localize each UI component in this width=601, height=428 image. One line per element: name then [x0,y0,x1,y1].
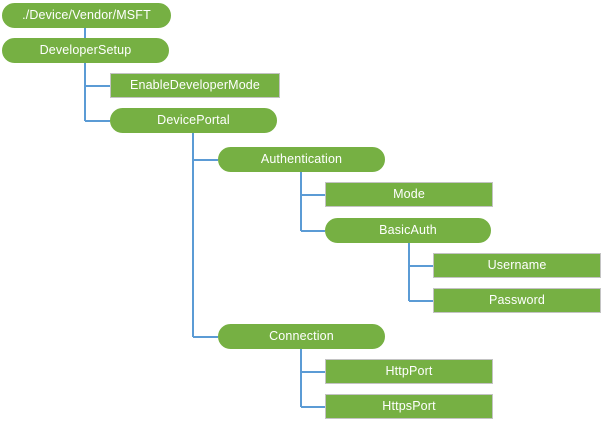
tree-node-label: HttpPort [385,364,433,379]
tree-node-httpsport[interactable]: HttpsPort [325,394,493,419]
tree-node-label: BasicAuth [379,223,437,238]
tree-node-username[interactable]: Username [433,253,601,278]
tree-node-label: HttpsPort [382,399,436,414]
tree-node-label: Connection [269,329,334,344]
tree-node-deviceportal[interactable]: DevicePortal [110,108,277,133]
tree-node-mode[interactable]: Mode [325,182,493,207]
tree-node-label: Username [487,258,547,273]
tree-node-label: Authentication [260,152,343,167]
tree-node-developersetup[interactable]: DeveloperSetup [2,38,169,63]
tree-node-httpport[interactable]: HttpPort [325,359,493,384]
tree-node-label: EnableDeveloperMode [129,78,261,93]
tree-node-label: DeveloperSetup [39,43,132,58]
tree-node-root[interactable]: ./Device/Vendor/MSFT [2,3,171,28]
tree-node-label: ./Device/Vendor/MSFT [22,8,151,23]
tree-node-connection[interactable]: Connection [218,324,385,349]
tree-node-basicauth[interactable]: BasicAuth [325,218,491,243]
tree-node-password[interactable]: Password [433,288,601,313]
tree-node-label: Password [488,293,546,308]
tree-node-label: Mode [393,187,425,202]
tree-node-label: DevicePortal [157,113,230,128]
tree-node-authentication[interactable]: Authentication [218,147,385,172]
tree-node-enabledevelopermode[interactable]: EnableDeveloperMode [110,73,280,98]
